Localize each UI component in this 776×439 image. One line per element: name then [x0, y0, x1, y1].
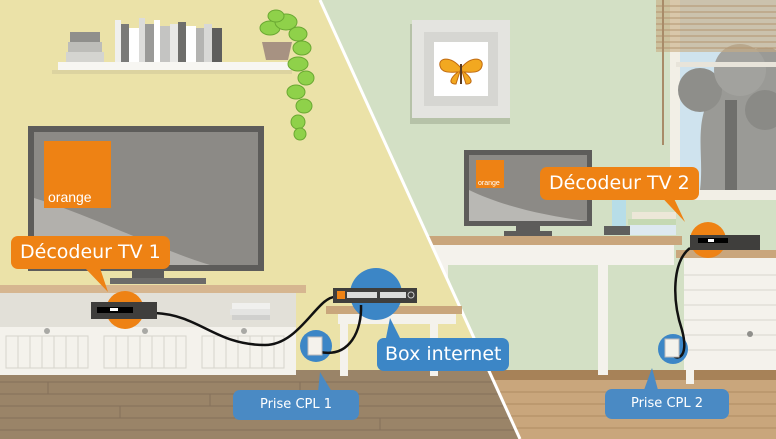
prise-cpl1-label: Prise CPL 1	[233, 390, 359, 420]
decoder-tv2	[690, 235, 760, 250]
prise-cpl2-label: Prise CPL 2	[605, 389, 729, 419]
prise-cpl1-outlet	[307, 336, 323, 356]
right-baseboard	[480, 370, 776, 380]
prise-cpl1-pointer	[318, 372, 332, 392]
decoder-tv2-label: Décodeur TV 2	[540, 167, 699, 200]
tv2-brand-logo: orange	[478, 180, 500, 187]
prise-cpl2-pointer	[644, 368, 658, 390]
tv1-brand-logo: orange	[48, 189, 92, 205]
wall-shelf	[52, 18, 294, 74]
butterfly-frame	[410, 20, 510, 124]
decoder-tv1-pointer	[85, 268, 108, 292]
hanging-plant	[259, 9, 315, 141]
box-internet-pointer	[386, 318, 400, 338]
window	[656, 0, 776, 200]
prise-cpl2-outlet	[664, 338, 680, 358]
cable-decoder1-to-box	[154, 295, 337, 347]
cable-box-to-cpl1	[319, 304, 363, 355]
box-internet-device	[333, 288, 417, 303]
right-dresser	[676, 250, 776, 384]
decoder-tv1	[91, 302, 157, 319]
tv-cabinet	[0, 285, 306, 375]
box-internet-label: Box internet	[377, 338, 510, 371]
decoder-tv1-label: Décodeur TV 1	[11, 236, 170, 269]
right-desk-books	[604, 196, 676, 235]
